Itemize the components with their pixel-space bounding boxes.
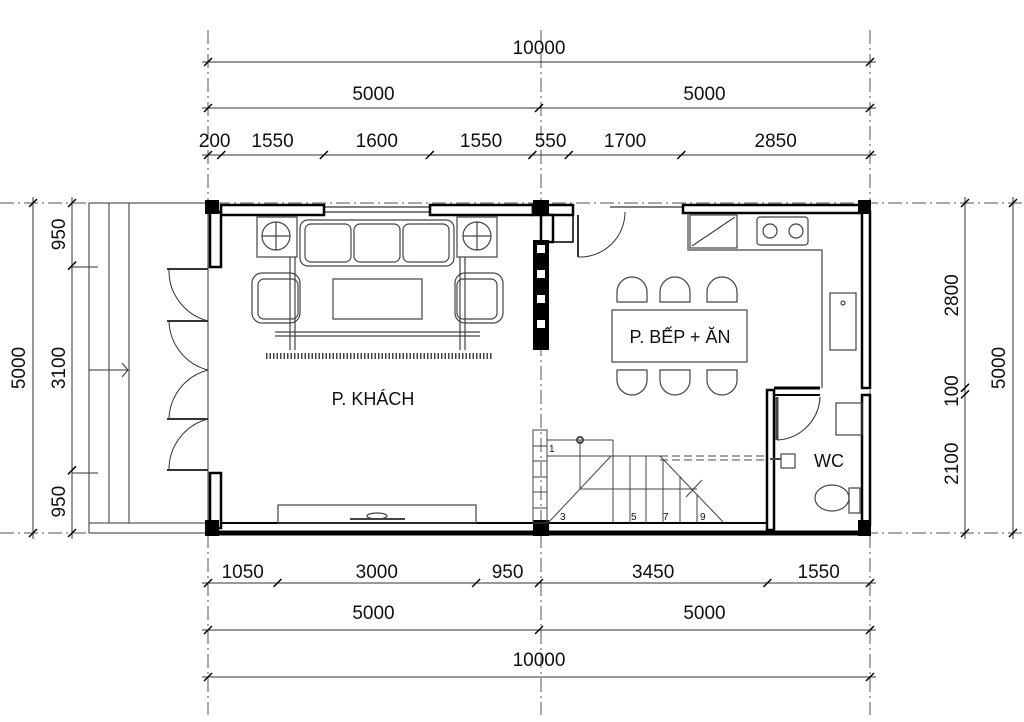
room-label-living: P. KHÁCH [332,389,415,409]
dimension-tick [564,150,574,160]
dimension-tick [67,261,77,271]
dimension-tick [203,578,213,588]
dimension-label: 10000 [513,38,566,59]
dimension-tick [28,528,38,538]
kitchen-counter [687,213,857,388]
dimension-label: 1550 [460,131,502,152]
stair-number: 9 [700,512,706,523]
dimension-tick [865,578,875,588]
dimension-tick [471,578,481,588]
dimension-label: 1550 [798,562,840,583]
dining-set [611,276,748,396]
dimension-tick [865,57,875,67]
dimension-tick [960,389,970,399]
dimension-label: 950 [49,486,70,518]
dimension-tick [534,625,544,635]
dimension-label: 550 [535,131,567,152]
wc-fixtures [770,396,863,514]
dimension-tick [319,150,329,160]
kitchen-door [577,211,626,258]
dimension-label: 5000 [989,347,1010,389]
dimension-label: 3450 [632,562,674,583]
dimension-label: 5000 [683,603,725,624]
stair-number: 1 [549,444,555,455]
dimension-tick [527,150,537,160]
dimension-label: 3100 [49,347,70,389]
stair-number: 7 [663,512,669,523]
dimension-lines: 10000 5000 5000 200 1550 1600 1550 550 1700 2850 1… [9,38,1018,682]
dimension-label: 3000 [356,562,398,583]
room-label-kitchen: P. BẾP + ĂN [630,326,731,347]
dimension-tick [203,625,213,635]
room-label-wc: WC [814,451,844,471]
front-doors [167,268,209,471]
dimension-tick [676,150,686,160]
dimension-label: 1600 [356,131,398,152]
dimension-label: 5000 [683,84,725,105]
dimension-tick [960,198,970,208]
dimension-label: 5000 [9,347,30,389]
dimension-tick [534,103,544,113]
dimension-label: 2850 [755,131,797,152]
dimension-tick [67,465,77,475]
dimension-tick [67,528,77,538]
dimension-label: 5000 [352,84,394,105]
dimension-label: 950 [492,562,524,583]
dimension-tick [534,578,544,588]
dimension-tick [203,672,213,682]
dimension-label: 950 [49,218,70,250]
dimension-label: 2800 [942,274,963,316]
dimension-tick [203,57,213,67]
dimension-tick [425,150,435,160]
dimension-label: 5000 [352,603,394,624]
dimension-tick [865,103,875,113]
dimension-tick [865,625,875,635]
dimension-label: 2100 [942,443,963,485]
dimension-tick [67,198,77,208]
dimension-label: 100 [942,375,963,407]
sofa-set [251,216,504,359]
dimension-label: 10000 [513,650,566,671]
dimension-tick [216,150,226,160]
stair-number: 3 [560,512,566,523]
dimension-tick [865,150,875,160]
dimension-tick [1008,528,1018,538]
stair-number: 5 [631,512,637,523]
dimension-label: 1550 [251,131,293,152]
dimension-label: 1700 [604,131,646,152]
dimension-tick [272,578,283,588]
tv-cabinet [277,504,477,524]
porch [72,202,209,534]
dimension-tick [762,578,772,588]
dimension-tick [960,528,970,538]
dimension-tick [203,150,213,160]
dimension-tick [960,383,970,393]
staircase [532,429,767,524]
dimension-label: 200 [199,131,231,152]
partition-openings [537,245,545,328]
dimension-tick [865,672,875,682]
dimension-tick [203,103,213,113]
dimension-tick [28,198,38,208]
dimension-tick [1008,198,1018,208]
dimension-label: 1050 [222,562,264,583]
